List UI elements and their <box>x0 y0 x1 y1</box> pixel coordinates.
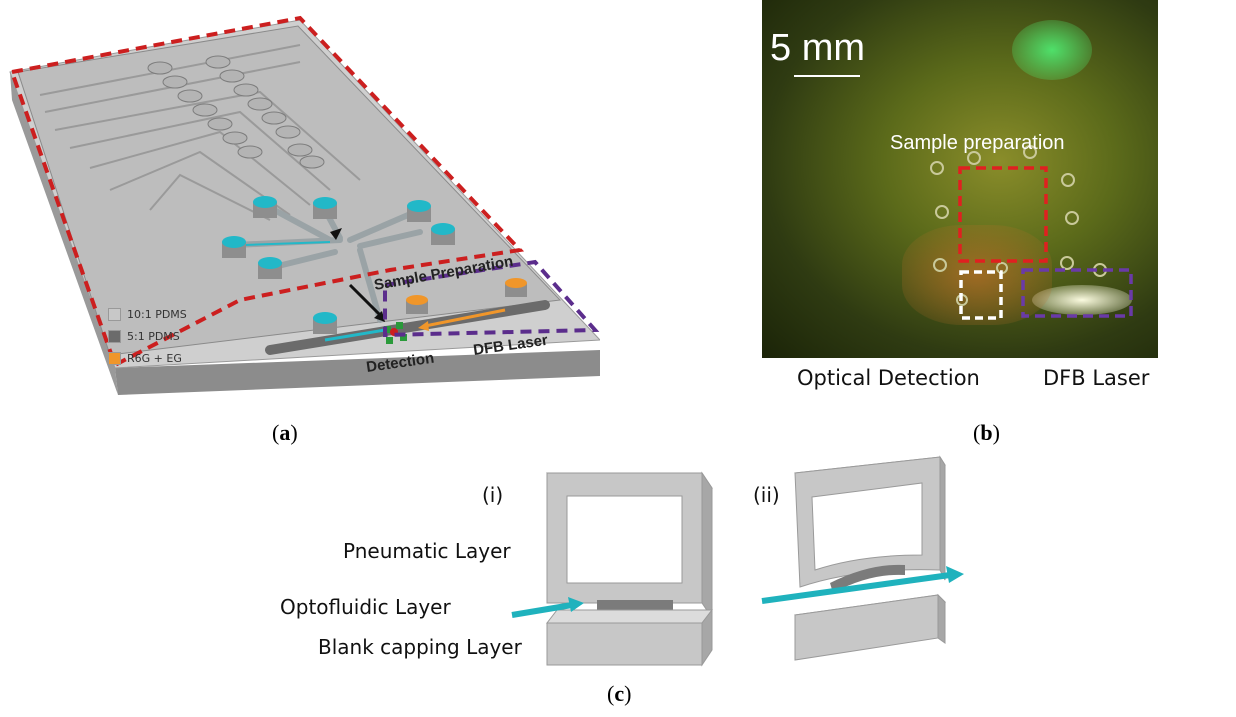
caption-a: (a) <box>272 420 298 445</box>
capping-layer-i <box>545 608 714 667</box>
legend: 10:1 PDMS 5:1 PDMS R6G + EG <box>108 303 187 369</box>
panel-c: (i) (ii) Pneumatic Layer Optofluidic Lay… <box>0 455 1236 717</box>
flow-arrow-i <box>511 597 584 618</box>
chip-base-side-front <box>115 350 600 395</box>
step-i-label: (i) <box>482 483 504 507</box>
legend-label: 10:1 PDMS <box>127 307 187 321</box>
ports <box>930 145 1107 306</box>
flow-arrow-ii <box>761 566 964 604</box>
dfb-laser-box <box>1021 268 1133 318</box>
caption-c: (c) <box>607 681 632 706</box>
panel-b-photo: 5 mm Sample preparation <box>762 0 1158 358</box>
chip-base-side <box>10 72 118 395</box>
cyan-channel <box>324 328 386 342</box>
sample-prep-outline <box>10 15 525 368</box>
valve-diagram <box>511 455 964 667</box>
caption-b: (b) <box>973 420 1000 445</box>
region-label: Sample preparation <box>890 132 1065 154</box>
reservoirs-cyan <box>222 196 455 334</box>
channel-steps <box>39 44 361 221</box>
legend-swatch-r6g-eg <box>108 351 121 365</box>
photo-overlay: 5 mm Sample preparation <box>770 27 1133 320</box>
glow-orange <box>902 225 1052 325</box>
label-blank-capping-layer: Blank capping Layer <box>318 635 522 659</box>
label-pneumatic-layer: Pneumatic Layer <box>343 539 511 563</box>
dfb-laser-outline <box>383 259 600 338</box>
legend-label: R6G + EG <box>127 351 182 365</box>
chip-upper-layer <box>17 25 562 356</box>
legend-swatch-10-1-pdms <box>108 307 121 321</box>
cyan-channel-2 <box>244 241 331 246</box>
label-optofluidic-layer: Optofluidic Layer <box>280 595 451 619</box>
sample-prep-box <box>958 166 1048 263</box>
glow-green <box>1012 20 1092 80</box>
legend-item: 5:1 PDMS <box>108 325 187 347</box>
scale-label: 5 mm <box>770 27 865 69</box>
pillars <box>147 55 325 169</box>
step-ii-label: (ii) <box>753 483 780 507</box>
detection-box <box>959 270 1003 320</box>
legend-item: R6G + EG <box>108 347 187 369</box>
legend-swatch-5-1-pdms <box>108 329 121 343</box>
pneumatic-layer-ii <box>794 455 946 593</box>
flow-arrows <box>330 228 506 331</box>
legend-item: 10:1 PDMS <box>108 303 187 325</box>
chip-3d-illustration: Sample Preparation Detection DFB Laser <box>9 15 602 395</box>
pneumatic-layer-i <box>546 471 713 620</box>
label-optical-detection: Optical Detection <box>797 366 980 390</box>
legend-label: 5:1 PDMS <box>127 329 180 343</box>
label-dfb-laser-b: DFB Laser <box>1043 366 1150 390</box>
reservoirs-orange <box>406 278 527 314</box>
panel-a: Sample Preparation Detection DFB Laser 1… <box>0 0 602 445</box>
capping-layer-ii <box>794 593 947 661</box>
